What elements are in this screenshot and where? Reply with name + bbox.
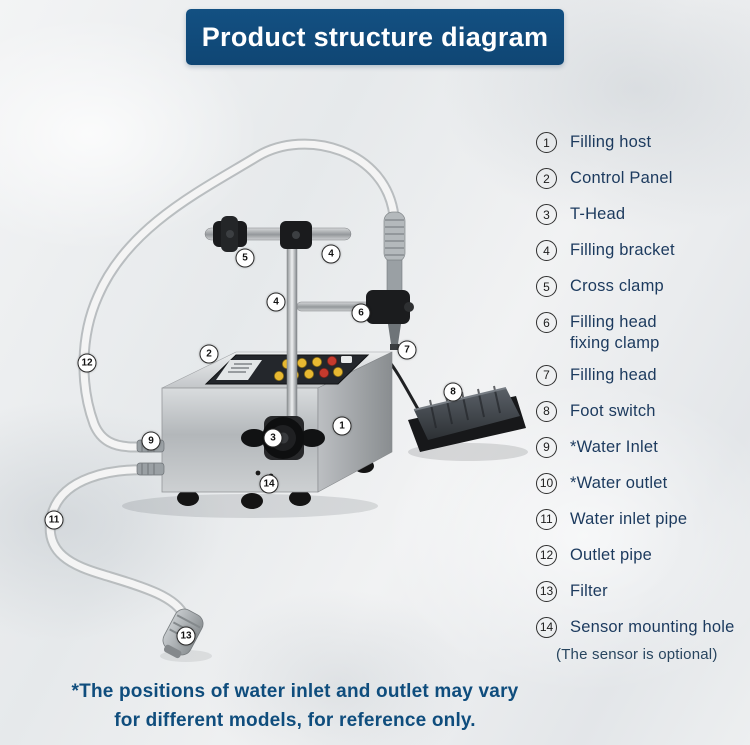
t-head <box>241 416 325 460</box>
legend-label: Filter <box>570 581 608 600</box>
legend-number: 7 <box>536 364 557 386</box>
legend-item-t-head: 3 T-Head <box>536 204 742 225</box>
callout-9-badge: 9 <box>141 431 161 451</box>
legend-item-filling-head: 7 Filling head <box>536 364 742 386</box>
page-title: Product structure diagram <box>201 21 549 52</box>
legend-number: 13 <box>536 580 557 602</box>
callout-11-badge: 11 <box>44 510 64 530</box>
legend-number: 1 <box>536 132 557 153</box>
legend-label: Filling host <box>570 133 652 151</box>
callout-2-badge: 2 <box>199 344 219 364</box>
rod-clamp <box>280 221 312 249</box>
legend-label: Water inlet pipe <box>570 509 688 528</box>
legend-item-outlet-pipe: 12 Outlet pipe <box>536 544 742 566</box>
callout-4-badge: 4 <box>321 244 341 264</box>
legend-label: Filling bracket <box>570 241 675 259</box>
cross-clamp <box>213 216 247 252</box>
legend-number: 2 <box>536 168 557 189</box>
legend-number: 6 <box>536 312 557 333</box>
callout-12-badge: 12 <box>77 353 97 373</box>
callout-13-badge: 13 <box>176 626 196 646</box>
legend-number: 4 <box>536 240 557 261</box>
legend-item-water-inlet-pipe: 11 Water inlet pipe <box>536 508 742 530</box>
footnote-line1: *The positions of water inlet and outlet… <box>71 681 519 702</box>
legend-number: 10 <box>536 472 557 494</box>
legend-label: Filling head <box>570 365 657 384</box>
legend-item-water-outlet: 10 *Water outlet <box>536 472 742 494</box>
callout-1-badge: 1 <box>332 416 352 436</box>
legend-label: *Water Inlet <box>570 437 658 456</box>
outlet-pipe <box>78 138 400 453</box>
legend-label: Foot switch <box>570 401 656 420</box>
legend-item-fixing-clamp: 6 Filling head fixing clamp <box>536 312 742 354</box>
callout-3-badge: 3 <box>263 428 283 448</box>
legend-label: *Water outlet <box>570 473 668 492</box>
legend-number: 14 <box>536 616 557 638</box>
legend-label: Cross clamp <box>570 277 664 295</box>
legend-number: 8 <box>536 400 557 422</box>
callout-7-badge: 7 <box>397 340 417 360</box>
callout-14-badge: 14 <box>259 474 279 494</box>
legend-item-water-inlet: 9 *Water Inlet <box>536 436 742 458</box>
legend-label: Sensor mounting hole(The sensor is optio… <box>556 617 735 663</box>
legend-number: 12 <box>536 544 557 566</box>
legend-number: 3 <box>536 204 557 225</box>
legend-label: T-Head <box>570 205 626 223</box>
legend-item-sensor-hole: 14 Sensor mounting hole(The sensor is op… <box>536 616 742 665</box>
footnote: *The positions of water inlet and outlet… <box>55 677 535 736</box>
filling-bracket <box>204 216 352 431</box>
water-inlet-pipe <box>44 464 190 619</box>
callout-4b-badge: 4 <box>266 292 286 312</box>
legend-number: 5 <box>536 276 557 297</box>
footnote-line2: for different models, for reference only… <box>114 710 476 732</box>
legend-label: Outlet pipe <box>570 545 653 564</box>
callout-6-badge: 6 <box>351 303 371 323</box>
legend-note: (The sensor is optional) <box>556 645 718 663</box>
legend-number: 9 <box>536 436 557 458</box>
legend-item-filter: 13 Filter <box>536 580 742 602</box>
callout-5-badge: 5 <box>235 248 255 268</box>
legend-label: Filling head fixing clamp <box>570 313 660 352</box>
legend-item-filling-bracket: 4 Filling bracket <box>536 240 742 261</box>
callout-8-badge: 8 <box>443 382 463 402</box>
legend-item-cross-clamp: 5 Cross clamp <box>536 276 742 297</box>
legend-label: Control Panel <box>570 169 673 187</box>
water-outlet-port <box>136 462 165 476</box>
legend-item-filling-host: 1 Filling host <box>536 132 742 153</box>
title-banner: Product structure diagram <box>186 9 564 65</box>
legend-item-control-panel: 2 Control Panel <box>536 168 742 189</box>
legend-item-foot-switch: 8 Foot switch <box>536 400 742 422</box>
filling-head-fixing-clamp <box>366 290 414 324</box>
foot-switch <box>386 359 526 452</box>
legend-list: 1 Filling host 2 Control Panel 3 T-Head … <box>536 132 742 680</box>
legend-number: 11 <box>536 508 557 530</box>
filling-host-box <box>161 351 393 509</box>
